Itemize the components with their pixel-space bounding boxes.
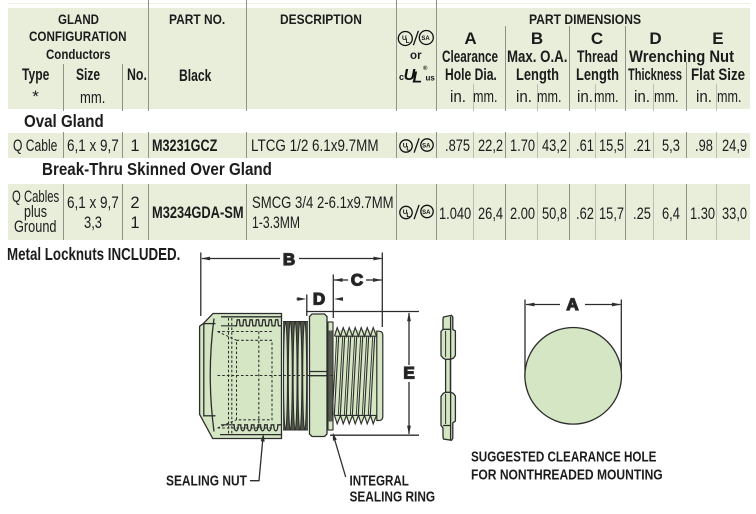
svg-text:C: C <box>351 271 363 290</box>
svg-text:SA: SA <box>422 210 431 216</box>
svg-text:SA: SA <box>421 36 430 42</box>
svg-text:U: U <box>403 143 408 150</box>
svg-text:L: L <box>406 212 410 219</box>
svg-text:or: or <box>410 50 422 62</box>
svg-text:U: U <box>403 209 408 216</box>
svg-text:A: A <box>566 295 578 314</box>
svg-text:SUGGESTED CLEARANCE HOLE: SUGGESTED CLEARANCE HOLE <box>471 448 657 465</box>
svg-text:D: D <box>313 290 325 309</box>
svg-text:U: U <box>402 35 407 42</box>
svg-text:SEALING RING: SEALING RING <box>350 488 436 504</box>
svg-text:®: ® <box>423 65 428 72</box>
svg-text:INTEGRAL: INTEGRAL <box>350 472 409 489</box>
svg-text:us: us <box>426 74 436 83</box>
svg-text:L: L <box>412 70 422 87</box>
svg-text:SEALING NUT: SEALING NUT <box>166 472 247 488</box>
svg-text:U: U <box>404 67 416 84</box>
svg-text:B: B <box>283 250 295 269</box>
svg-text:SA: SA <box>422 144 431 150</box>
svg-text:c: c <box>399 72 404 82</box>
svg-text:FOR NONTHREADED MOUNTING: FOR NONTHREADED MOUNTING <box>471 466 663 482</box>
svg-text:L: L <box>406 145 410 152</box>
svg-text:E: E <box>403 364 414 383</box>
svg-text:L: L <box>406 38 410 45</box>
